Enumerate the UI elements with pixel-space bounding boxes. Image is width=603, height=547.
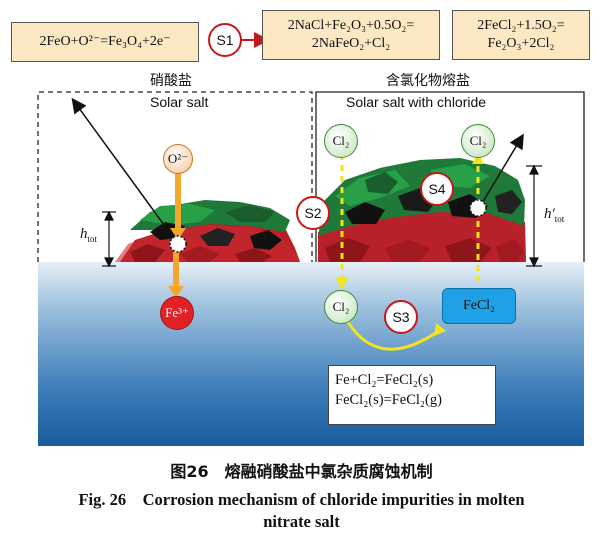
right-corrosion-layer bbox=[318, 158, 526, 262]
left-corrosion-layer bbox=[115, 200, 300, 262]
cl2-molecule-top-right: Cl₂ bbox=[461, 124, 495, 158]
right-starburst bbox=[469, 199, 487, 217]
left-panel-title-en: Solar salt bbox=[150, 94, 209, 110]
step-s3: S3 bbox=[384, 300, 418, 334]
caption-en-line2: nitrate salt bbox=[263, 512, 340, 531]
htot-label: htot bbox=[80, 226, 98, 244]
left-panel-frame bbox=[37, 91, 313, 262]
cl2-molecule-bottom: Cl₂ bbox=[324, 290, 358, 324]
step-s2: S2 bbox=[296, 196, 330, 230]
right-panel-frame bbox=[315, 91, 585, 262]
cl2-molecule-top-left: Cl₂ bbox=[324, 124, 358, 158]
htot2-label: h′tot bbox=[544, 206, 565, 224]
cl-equation-1: Fe+Cl₂=FeCl₂(s) bbox=[335, 372, 434, 388]
caption-en-line1: Fig. 26 Corrosion mechanism of chloride … bbox=[78, 490, 525, 509]
chlorination-equations-box: Fe+Cl₂=FeCl₂(s) FeCl₂(s)=FeCl₂(g) bbox=[328, 365, 496, 425]
left-starburst bbox=[169, 235, 187, 253]
iron-ion: Fe³⁺ bbox=[160, 296, 194, 330]
equation-box-s4: 2FeCl₂+1.5O₂= Fe₂O₃+2Cl₂ bbox=[452, 10, 590, 60]
equation-1: 2FeO+O²⁻=Fe₃O₄+2e⁻ bbox=[39, 34, 171, 49]
equation-box-1: 2FeO+O²⁻=Fe₃O₄+2e⁻ bbox=[11, 22, 199, 62]
s1-reaction-line2: 2NaFeO₂+Cl₂ bbox=[311, 36, 391, 51]
caption-zh: 图26 熔融硝酸盐中氯杂质腐蚀机制 bbox=[170, 462, 433, 481]
right-black-arrow bbox=[477, 133, 524, 211]
equation-box-s1: 2NaCl+Fe₂O₃+0.5O₂= 2NaFeO₂+Cl₂ bbox=[262, 10, 440, 60]
right-panel-title-zh: 含氯化物熔盐 bbox=[386, 73, 470, 89]
step-s4: S4 bbox=[420, 172, 454, 206]
left-panel-title-zh: 硝酸盐 bbox=[150, 73, 192, 89]
step-s1: S1 bbox=[208, 23, 242, 57]
oxygen-ion: O²⁻ bbox=[163, 144, 193, 174]
s3-curved-arrow bbox=[346, 321, 441, 351]
s4-reaction-line1: 2FeCl₂+1.5O₂= bbox=[477, 18, 565, 33]
htot2-marker bbox=[526, 164, 542, 268]
fecl2-box: FeCl₂ bbox=[442, 288, 516, 324]
cl-equation-2: FeCl₂(s)=FeCl₂(g) bbox=[335, 392, 442, 408]
s4-reaction-line2: Fe₂O₃+2Cl₂ bbox=[487, 36, 555, 51]
left-black-arrow bbox=[71, 97, 176, 241]
s1-reaction-line1: 2NaCl+Fe₂O₃+0.5O₂= bbox=[287, 18, 415, 33]
htot-marker bbox=[102, 210, 116, 268]
right-panel-title-en: Solar salt with chloride bbox=[346, 94, 487, 110]
